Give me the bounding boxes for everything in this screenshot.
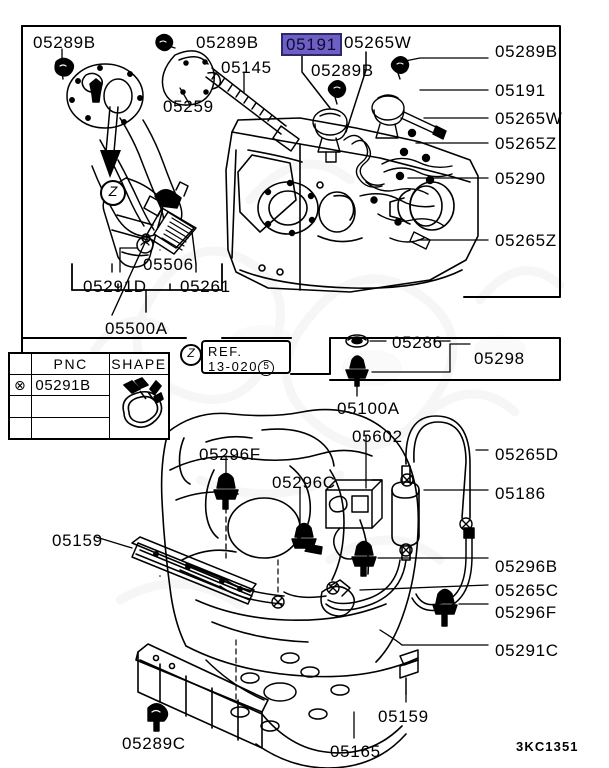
part-callout-05286: 05286 [392, 333, 443, 352]
part-callout-05265w: 05265W [495, 109, 563, 128]
ref-label: REF. [208, 344, 243, 359]
part-callout-05159: 05159 [52, 531, 103, 550]
part-callout-05100a: 05100A [337, 399, 400, 418]
part-callout-05265c: 05265C [495, 581, 559, 600]
part-callout-05296b: 05296B [495, 557, 558, 576]
part-callout-05186: 05186 [495, 484, 546, 503]
part-callout-05261: 05261 [180, 277, 231, 296]
table-row [8, 395, 169, 418]
header-mark [8, 352, 33, 375]
pnc-shape-table: PNC SHAPE ⊗ 05291B [8, 352, 170, 440]
header-pnc: PNC [31, 352, 110, 375]
row-pnc: 05291B [31, 373, 110, 397]
part-callout-05191: 05191 [495, 81, 546, 100]
part-callout-05291d: 05291D [83, 277, 147, 296]
row-mark: ⊗ [8, 373, 33, 397]
part-callout-05259: 05259 [163, 97, 214, 116]
part-callout-05296c: 05296C [272, 473, 336, 492]
z-reference-marker: Z [180, 344, 202, 366]
part-callout-05298: 05298 [474, 349, 525, 368]
part-callout-05506: 05506 [143, 255, 194, 274]
part-callout-05290: 05290 [495, 169, 546, 188]
table-row [8, 416, 169, 440]
part-callout-05191[interactable]: 05191 [281, 33, 342, 56]
part-callout-05145: 05145 [221, 58, 272, 77]
hose-clamp-shape [122, 377, 164, 428]
row-mark [8, 395, 33, 418]
part-callout-05289b: 05289B [33, 33, 96, 52]
row-pnc [31, 395, 110, 418]
row-mark [8, 416, 33, 440]
table-row: ⊗ 05291B [8, 373, 170, 440]
ref-number: 13-020 [208, 359, 259, 374]
part-callout-05289b: 05289B [196, 33, 259, 52]
part-callout-05296f: 05296F [199, 445, 261, 464]
part-callout-05289b: 05289B [311, 61, 374, 80]
part-callout-05165: 05165 [330, 742, 381, 761]
part-callout-05265d: 05265D [495, 445, 559, 464]
header-shape: SHAPE [108, 352, 170, 375]
part-callout-05289b: 05289B [495, 42, 558, 61]
part-callout-05500a: 05500A [105, 319, 168, 338]
part-callout-05296f: 05296F [495, 603, 557, 622]
part-callout-05291c: 05291C [495, 641, 559, 660]
part-callout-05602: 05602 [352, 427, 403, 446]
ref-badge: 5 [258, 359, 275, 376]
diagram-code: 3KC1351 [516, 739, 579, 754]
z-arrow-marker: Z [100, 180, 126, 206]
part-callout-05289c: 05289C [122, 734, 186, 753]
part-callout-05265w: 05265W [344, 33, 412, 52]
part-callout-05265z: 05265Z [495, 231, 557, 250]
table-header-row: PNC SHAPE [8, 352, 170, 375]
part-callout-05265z: 05265Z [495, 134, 557, 153]
row-pnc [31, 416, 110, 440]
hose-clamp-icon [108, 374, 170, 440]
part-callout-05159: 05159 [378, 707, 429, 726]
